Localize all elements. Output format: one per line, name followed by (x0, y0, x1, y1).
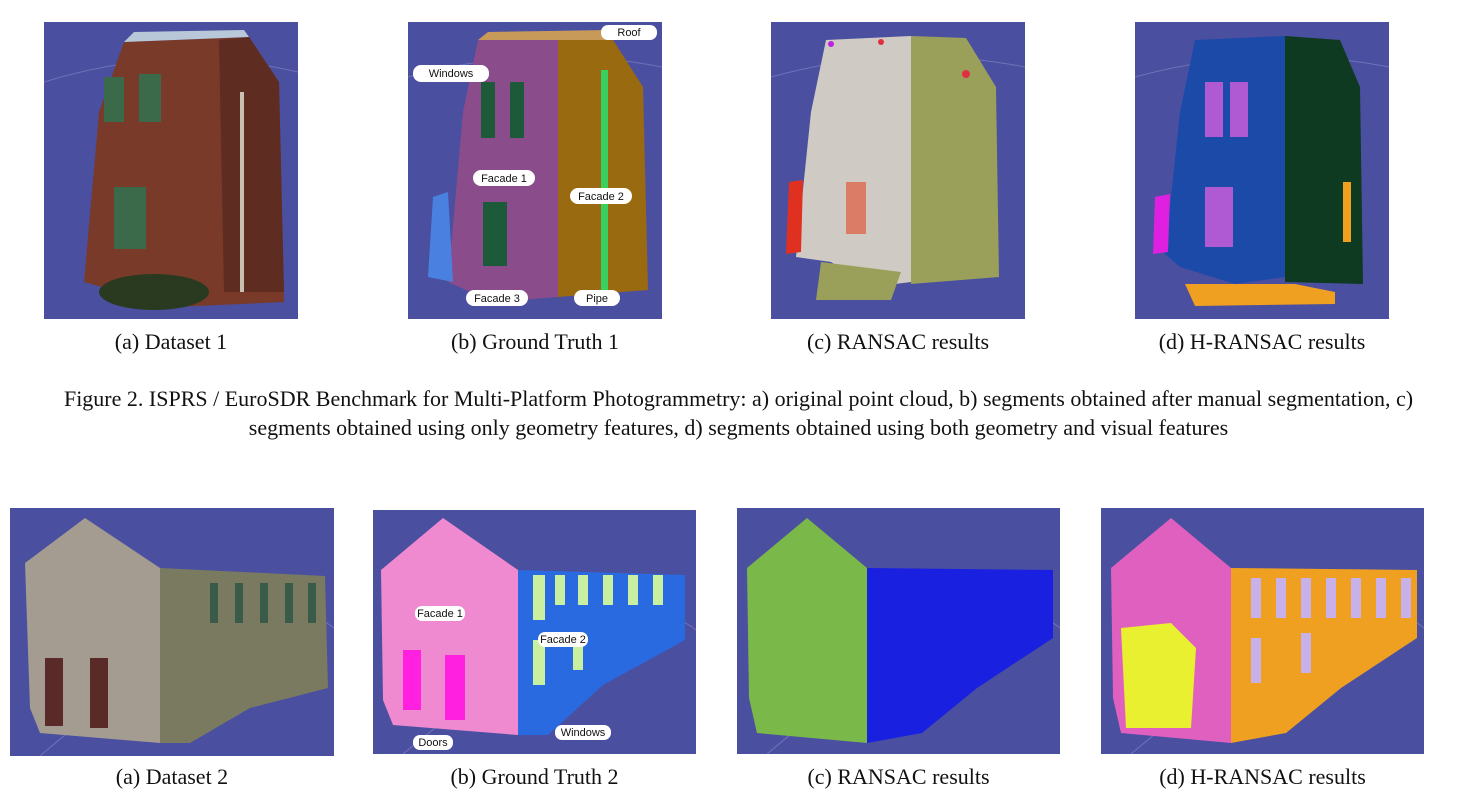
svg-text:Pipe: Pipe (586, 293, 608, 305)
caption-dataset1: (a) Dataset 1 (114, 329, 228, 354)
svg-text:Windows: Windows (429, 68, 474, 80)
svg-text:Roof: Roof (617, 27, 641, 39)
caption-ground-truth2: (b) Ground Truth 2 (450, 764, 619, 789)
svg-text:Facade 3: Facade 3 (474, 293, 520, 305)
gt1-label-roof: Roof (601, 25, 657, 40)
caption-dataset2: (a) Dataset 2 (115, 764, 229, 789)
caption-ground-truth1: (b) Ground Truth 1 (450, 329, 620, 354)
svg-text:Facade 1: Facade 1 (417, 608, 463, 620)
gt1-label-facade2: Facade 2 (570, 188, 632, 204)
ransac-results2-image (737, 508, 1060, 754)
ground-truth2-image: Facade 1 Facade 2 Doors Windows (373, 510, 696, 754)
svg-text:Doors: Doors (418, 737, 448, 749)
gt2-label-facade1: Facade 1 (415, 606, 465, 621)
svg-text:Windows: Windows (561, 727, 606, 739)
gt1-label-facade3: Facade 3 (466, 290, 528, 306)
dataset2-image (10, 508, 334, 756)
gt1-label-facade1: Facade 1 (473, 170, 535, 186)
gt1-label-windows: Windows (413, 65, 489, 82)
ransac-results1-image (771, 22, 1025, 319)
svg-text:Facade 2: Facade 2 (578, 191, 624, 203)
caption-hransac-results1: (d) H-RANSAC results (1158, 329, 1366, 354)
caption-hransac-results2: (d) H-RANSAC results (1159, 764, 1366, 789)
hransac-results2-image (1101, 508, 1424, 754)
svg-text:Facade 1: Facade 1 (481, 173, 527, 185)
dataset1-image (44, 22, 298, 319)
svg-text:Facade 2: Facade 2 (540, 634, 586, 646)
ground-truth1-image: Roof Windows Facade 1 Facade 2 Facade 3 … (408, 22, 662, 319)
hransac-results1-image (1135, 22, 1389, 319)
gt2-label-windows: Windows (555, 725, 611, 740)
caption-ransac-results2: (c) RANSAC results (807, 764, 990, 789)
gt2-label-facade2: Facade 2 (538, 632, 588, 647)
caption-ransac-results1: (c) RANSAC results (806, 329, 990, 354)
gt2-label-doors: Doors (413, 735, 453, 750)
figure-caption: Figure 2. ISPRS / EuroSDR Benchmark for … (63, 386, 1414, 440)
gt1-label-pipe: Pipe (574, 290, 620, 306)
